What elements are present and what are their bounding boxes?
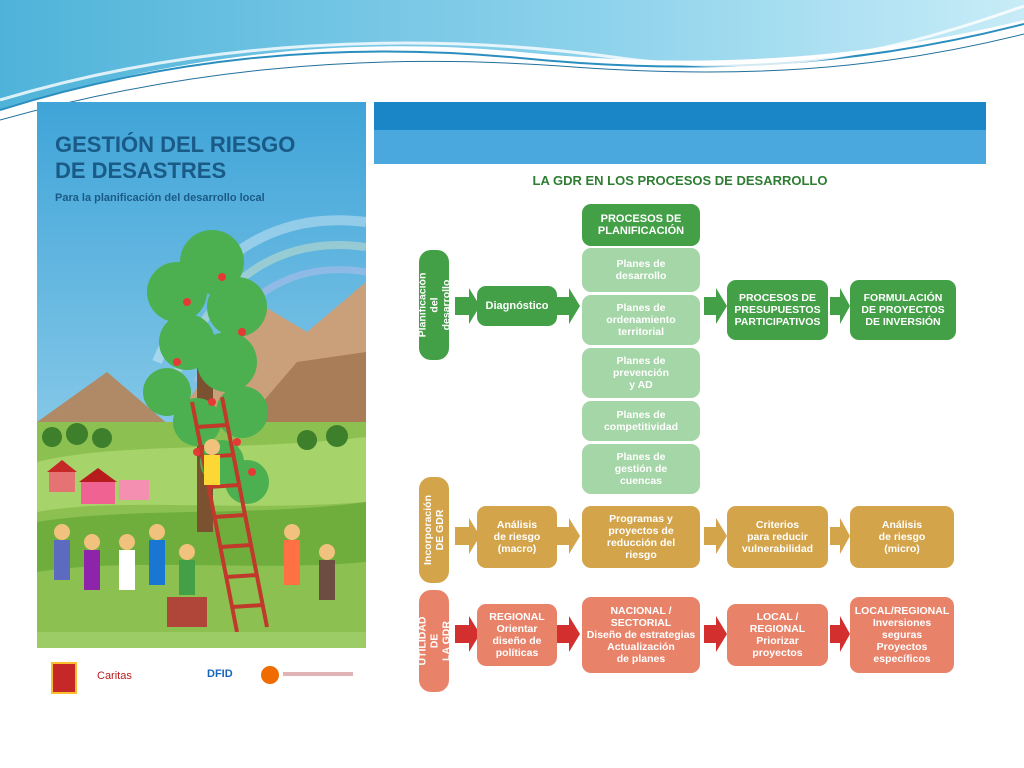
arrow-util-b2-to-b3 [704, 616, 727, 652]
node-planes-competitividad: Planes de competitividad [582, 401, 700, 441]
node-local-regional-priorizar: LOCAL / REGIONAL Priorizar proyectos [727, 604, 828, 666]
node-diagnostico: Diagnóstico [477, 286, 557, 326]
node-analisis-riesgo-macro: Análisis de riesgo (macro) [477, 506, 557, 568]
node-analisis-riesgo-micro: Análisis de riesgo (micro) [850, 506, 954, 568]
arrow-inc-b2-to-b3 [704, 518, 727, 554]
cover-illustration [37, 102, 366, 706]
book-cover: GESTIÓN DEL RIESGO DE DESASTRES Para la … [37, 102, 366, 706]
node-nacional-sectorial: NACIONAL / SECTORIAL Diseño de estrategi… [582, 597, 700, 673]
cover-title: GESTIÓN DEL RIESGO DE DESASTRES [55, 132, 355, 184]
caritas-logo: Caritas [97, 670, 132, 682]
gdr-diagram-panel: LA GDR EN LOS PROCESOS DE DESARROLLO [374, 102, 986, 706]
arrow-inc-label-to-b1 [455, 518, 480, 554]
node-planes-cuencas: Planes de gestión de cuencas [582, 444, 700, 494]
logos-fine-print [283, 672, 353, 676]
node-programas-reduccion: Programas y proyectos de reducción del r… [582, 506, 700, 568]
cover-logos: Caritas DFID [37, 648, 366, 706]
cover-title-line2: DE DESASTRES [55, 158, 227, 183]
arrow-util-b1-to-b2 [557, 616, 580, 652]
node-planes-desarrollo: Planes de desarrollo [582, 248, 700, 292]
arrow-plan-to-diagnostico [455, 288, 480, 324]
logo-emblem-icon [51, 662, 77, 694]
header-wave [0, 0, 1024, 121]
panel-second-band [374, 130, 986, 164]
node-presupuestos-participativos: PROCESOS DE PRESUPUESTOS PARTICIPATIVOS [727, 280, 828, 340]
row-label-incorporacion: Incorporación DE GDR [419, 477, 449, 583]
node-procesos-planificacion: PROCESOS DE PLANIFICACIÓN [582, 204, 700, 246]
node-planes-ordenamiento: Planes de ordenamiento territorial [582, 295, 700, 345]
red-arrows [455, 616, 850, 652]
arrow-inc-b1-to-b2 [557, 518, 580, 554]
cover-title-line1: GESTIÓN DEL RIESGO [55, 132, 296, 157]
diagram-title: LA GDR EN LOS PROCESOS DE DESARROLLO [532, 173, 828, 188]
cover-subtitle: Para la planificación del desarrollo loc… [55, 192, 265, 204]
dfid-logo: DFID [207, 668, 233, 680]
arrow-util-b3-to-b4 [830, 616, 850, 652]
node-criterios-vulnerabilidad: Criterios para reducir vulnerabilidad [727, 506, 828, 568]
arrow-util-label-to-b1 [455, 616, 480, 652]
node-formulacion-proyectos: FORMULACIÓN DE PROYECTOS DE INVERSIÓN [850, 280, 956, 340]
row-label-utilidad: UTILIDAD DE LA GDR [416, 590, 452, 692]
node-local-regional-inversiones: LOCAL/REGIONAL Inversiones seguras Proye… [850, 597, 954, 673]
node-regional-politicas: REGIONAL Orientar diseño de políticas [477, 604, 557, 666]
row-label-planificacion: Planificación del desarrollo [416, 250, 452, 360]
panel-top-band [374, 102, 986, 130]
green-arrows [455, 288, 850, 324]
gold-arrows [455, 518, 850, 554]
arrow-presupuestos-to-formulacion [830, 288, 850, 324]
arrow-diagnostico-to-planes [557, 288, 580, 324]
institute-logo-icon [261, 666, 279, 684]
arrow-inc-b3-to-b4 [830, 518, 850, 554]
arrow-planes-to-presupuestos [704, 288, 727, 324]
node-planes-prevencion: Planes de prevención y AD [582, 348, 700, 398]
